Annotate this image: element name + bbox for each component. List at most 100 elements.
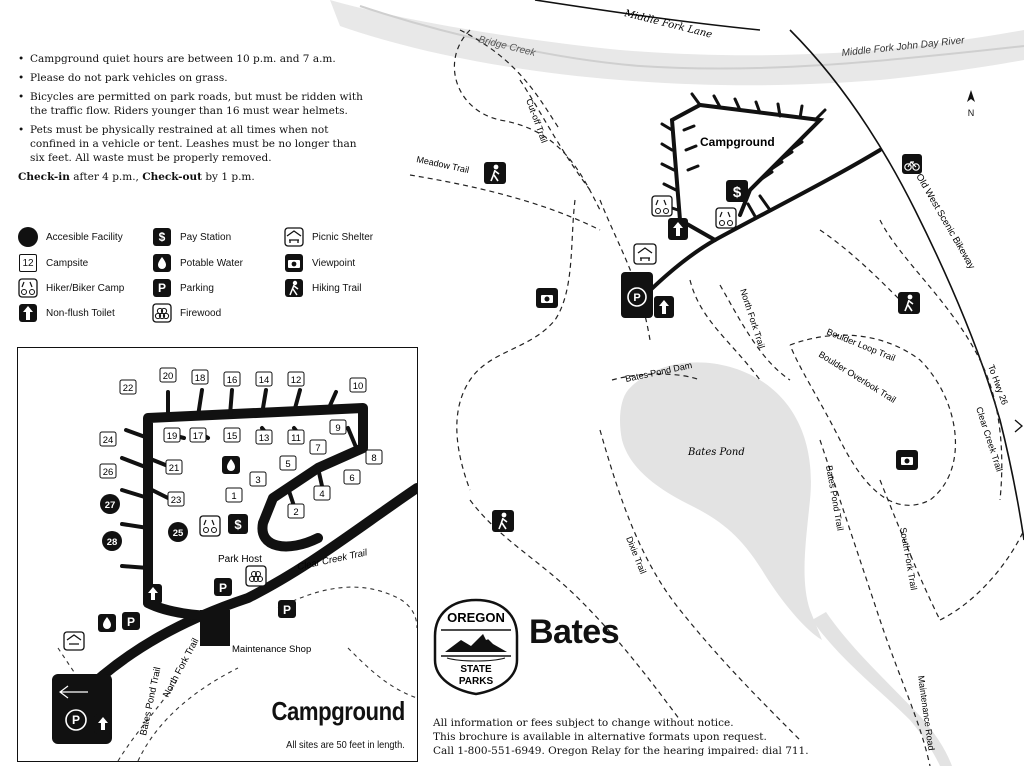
viewpoint-icon <box>284 253 304 273</box>
footer-line: Call 1-800-551-6949. Oregon Relay for th… <box>433 745 809 757</box>
inset-main-road <box>73 483 417 703</box>
legend-parking: P Parking <box>152 277 214 299</box>
legend-viewpoint: Viewpoint <box>284 252 355 274</box>
svg-text:21: 21 <box>169 463 180 474</box>
label-clear-creek-trail: Clear Creek Trail <box>974 406 1004 473</box>
parking-icon: P <box>152 278 172 298</box>
legend-pay-station: $ Pay Station <box>152 226 231 248</box>
south-fork-trail-line <box>879 479 941 621</box>
campsite-1: 1 <box>225 487 243 503</box>
svg-text:10: 10 <box>353 381 364 392</box>
legend-water: Potable Water <box>152 252 243 274</box>
picnic-shelter-icon <box>633 243 657 265</box>
water-icon <box>222 456 240 474</box>
legend-label: Hiker/Biker Camp <box>46 282 125 294</box>
legend-accessible: Accesible Facility <box>18 226 123 248</box>
toilet-icon <box>654 296 674 318</box>
picnic-shelter-icon <box>63 631 85 651</box>
campsite-4: 4 <box>313 485 331 501</box>
svg-text:18: 18 <box>195 373 206 384</box>
svg-text:26: 26 <box>103 467 114 478</box>
svg-text:P: P <box>633 292 640 304</box>
svg-text:25: 25 <box>173 528 184 539</box>
meadow-trail <box>409 174 601 231</box>
parking-icon: P <box>122 612 140 630</box>
svg-text:19: 19 <box>167 431 178 442</box>
svg-text:7: 7 <box>315 443 320 454</box>
label-park-host: Park Host <box>218 554 262 565</box>
svg-text:$: $ <box>234 517 242 532</box>
checkout-label: Check-out <box>142 171 202 183</box>
campsite-27-accessible: 27 <box>100 494 120 514</box>
inset-note: All sites are 50 feet in length. <box>286 739 405 751</box>
hiker-biker-icon <box>18 278 38 298</box>
svg-text:24: 24 <box>103 435 114 446</box>
footer-line: All information or fees subject to chang… <box>433 717 734 729</box>
legend-label: Potable Water <box>180 257 243 269</box>
bates-pond-shape <box>620 362 822 640</box>
campsite-20: 20 <box>159 367 177 383</box>
svg-text:8: 8 <box>371 453 376 464</box>
svg-text:P: P <box>283 603 291 617</box>
svg-text:13: 13 <box>259 433 270 444</box>
pay-station-icon: $ <box>228 514 248 534</box>
svg-text:11: 11 <box>291 433 301 444</box>
campsite-26: 26 <box>99 463 117 479</box>
label-maintenance-shop: Maintenance Shop <box>232 644 311 655</box>
campsite-15: 15 <box>223 427 241 443</box>
label-campground: Campground <box>700 135 775 149</box>
campsite-23: 23 <box>167 491 185 507</box>
svg-text:2: 2 <box>293 507 298 518</box>
campsite-17: 17 <box>189 427 207 443</box>
campsite-16: 16 <box>223 371 241 387</box>
campsite-28-accessible: 28 <box>102 531 122 551</box>
pay-station-icon: $ <box>152 227 172 247</box>
inset-map: P 22 20 18 16 14 12 10 24 19 17 15 13 11… <box>52 367 417 761</box>
label-bikeway: Old West Scenic Bikeway <box>913 172 977 271</box>
maintenance-shop-building <box>200 610 230 646</box>
legend-toilet: Non-flush Toilet <box>18 302 115 324</box>
dam-trail <box>611 373 701 381</box>
hiker-biker-icon <box>199 515 221 537</box>
label-inset-bates-pond: Bates Pond Trail <box>138 666 163 736</box>
maintenance-road <box>812 612 952 766</box>
park-name: Bates <box>529 613 620 651</box>
logo-state: STATE <box>460 664 492 675</box>
campsite-11: 11 <box>287 429 305 445</box>
firewood-icon <box>152 303 172 323</box>
legend-label: Viewpoint <box>312 257 356 269</box>
rule-item: Please do not park vehicles on grass. <box>18 71 363 85</box>
bicycle-icon <box>902 154 922 174</box>
hiking-trail-icon <box>898 292 920 314</box>
legend-firewood: Firewood <box>152 302 221 324</box>
rule-item: Bicycles are permitted on park roads, bu… <box>18 90 363 118</box>
picnic-shelter-icon <box>284 227 304 247</box>
label-south-fork-trail: South Fork Trail <box>898 527 919 591</box>
pay-station-icon: $ <box>726 180 748 202</box>
logo-top: OREGON <box>447 610 505 625</box>
campsite-9: 9 <box>329 419 347 435</box>
svg-text:28: 28 <box>107 537 118 548</box>
checkout-time: by 1 p.m. <box>202 171 255 183</box>
campsite-3: 3 <box>249 471 267 487</box>
north-arrow-icon <box>967 90 975 102</box>
svg-text:9: 9 <box>335 423 340 434</box>
svg-text:P: P <box>219 581 227 595</box>
toilet-icon <box>18 303 38 323</box>
svg-text:15: 15 <box>227 431 238 442</box>
campsite-21: 21 <box>165 459 183 475</box>
inset-loop-road <box>143 403 368 608</box>
label-meadow-trail: Meadow Trail <box>416 154 470 175</box>
svg-text:$: $ <box>733 184 742 201</box>
svg-text:6: 6 <box>349 473 354 484</box>
bikeway-road <box>789 29 1024 541</box>
rule-item: Campground quiet hours are between 10 p.… <box>18 52 363 66</box>
legend-picnic-shelter: Picnic Shelter <box>284 226 373 248</box>
viewpoint-icon <box>536 288 558 308</box>
toilet-icon <box>144 584 162 604</box>
hiking-trail-icon <box>284 278 304 298</box>
svg-text:1: 1 <box>231 491 236 502</box>
campsite-icon: 12 <box>18 253 38 273</box>
campground-inset: P 22 20 18 16 14 12 10 24 19 17 15 13 11… <box>17 347 418 762</box>
